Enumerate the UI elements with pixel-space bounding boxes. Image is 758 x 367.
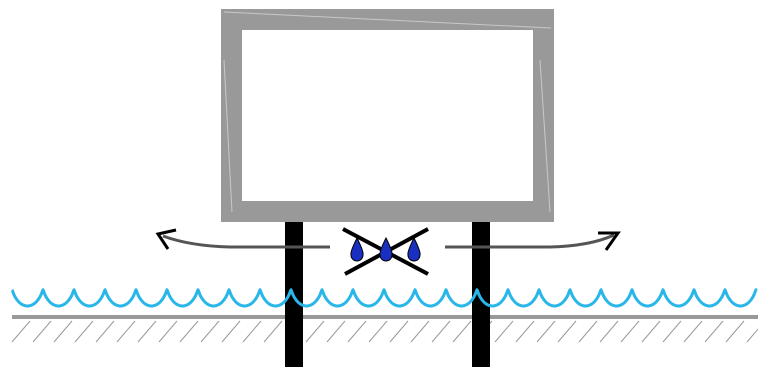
hatch-line [53,320,73,343]
hatch-line [11,320,31,343]
hatch-line [74,320,94,343]
hatch-line [557,320,577,343]
hatch-line [95,320,115,343]
hatch-line [620,320,640,343]
hatch-line [305,320,325,343]
ground-hatching [11,320,758,343]
hatch-line [452,320,472,343]
hatch-line [704,320,724,343]
hatch-line [158,320,178,343]
water-drop-icon [407,236,421,262]
frame-highlight [539,59,551,213]
hatch-line [242,320,262,343]
hatch-line [326,320,346,343]
water-drop-icon [350,236,364,262]
hatch-line [515,320,535,343]
hatch-line [536,320,556,343]
hatch-line [263,320,283,343]
hatch-line [725,320,745,343]
hatch-line [578,320,598,343]
hatch-line [494,320,514,343]
hatch-line [32,320,52,343]
frame-highlight [223,11,552,29]
hatch-line [347,320,367,343]
hatch-line [137,320,157,343]
hatch-line [641,320,661,343]
billboard-panel [242,30,533,201]
hatch-line [368,320,388,343]
hatch-line [200,320,220,343]
hatch-line [179,320,199,343]
arrow-head-right [598,231,621,251]
water-drop-icon [379,236,393,262]
outward-arrow-icon [162,234,330,249]
support-post-left [285,212,303,367]
hatch-line [746,328,758,343]
arrow-head-left [155,228,177,250]
hatch-line [221,320,241,343]
hatch-line [410,320,430,343]
hatch-line [599,320,619,343]
frame-highlight [223,59,233,213]
hatch-line [389,320,409,343]
hatch-line [683,320,703,343]
hatch-line [662,320,682,343]
hatch-line [431,320,451,343]
hatch-line [116,320,136,343]
support-post-right [472,212,490,367]
outward-arrow-icon [445,233,615,249]
water-wave [10,287,758,308]
